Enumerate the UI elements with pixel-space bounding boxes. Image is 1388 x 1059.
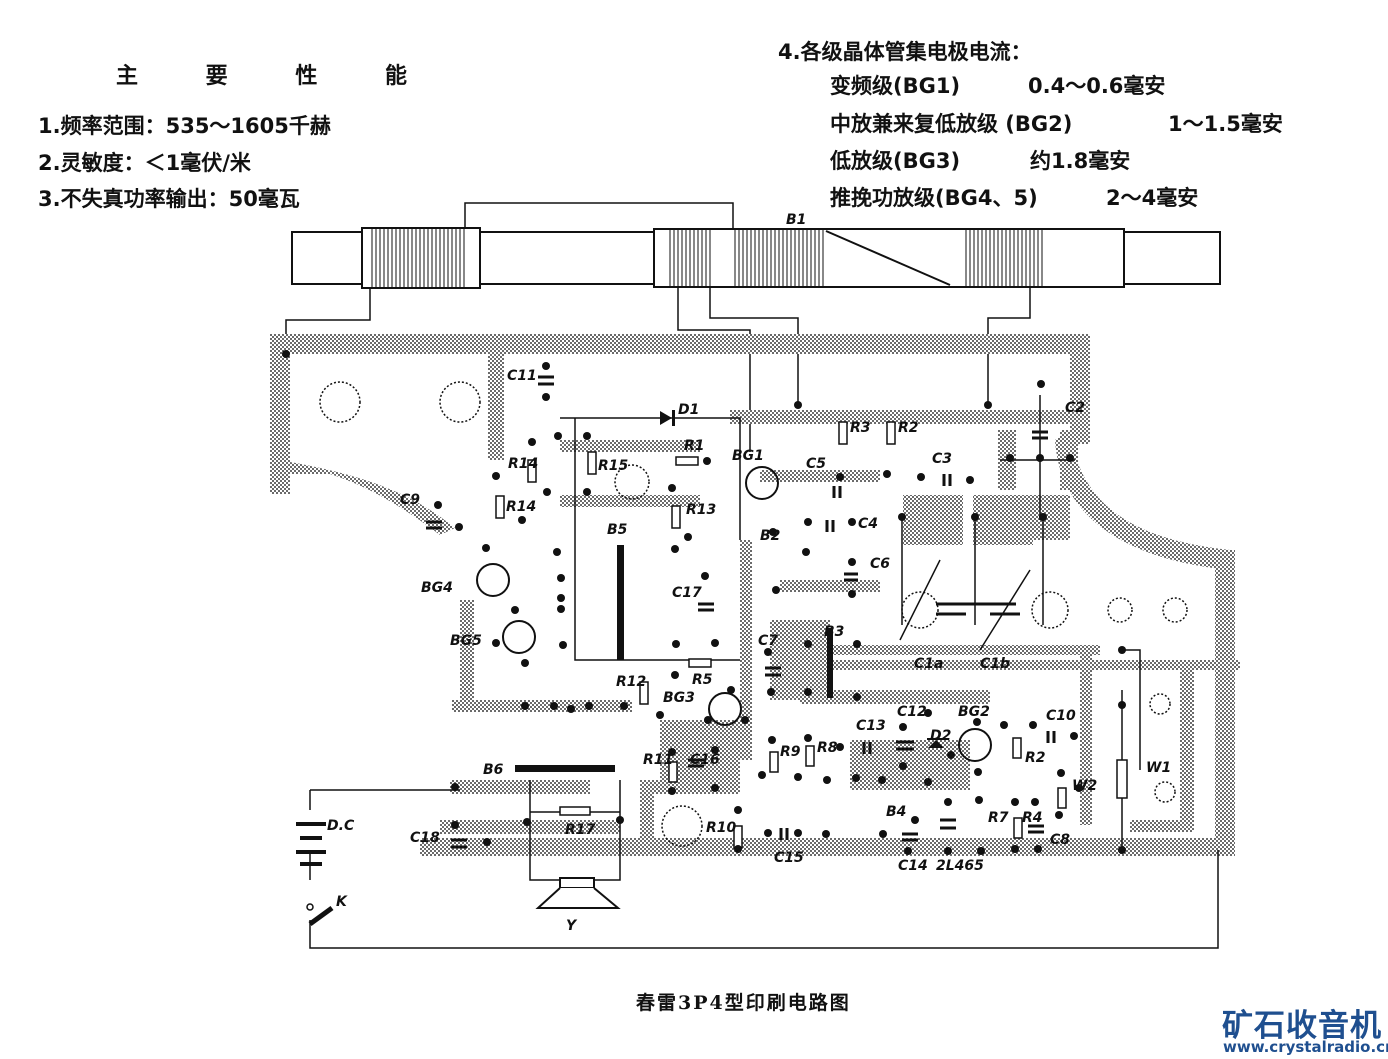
label-bg5: BG5 <box>450 633 482 649</box>
current-value: 2～4毫安 <box>1106 186 1199 210</box>
label-bg1: BG1 <box>732 448 764 464</box>
label-c9: C9 <box>400 492 420 508</box>
current-stage: 推挽功放级(BG4、5) <box>830 186 1038 210</box>
spec-power-output: 3.不失真功率输出：50毫瓦 <box>38 187 300 211</box>
collector-current-heading: 4.各级晶体管集电极电流： <box>778 40 1032 64</box>
label-r11: R11 <box>643 752 673 768</box>
transistor-symbols <box>476 466 992 762</box>
label-c15: C15 <box>774 850 804 866</box>
label-d1: D1 <box>678 402 699 418</box>
label-c10: C10 <box>1046 708 1076 724</box>
pcb-copper <box>270 334 1240 856</box>
label-b4: B4 <box>886 804 906 820</box>
label-c12: C12 <box>897 704 927 720</box>
label-c11: C11 <box>507 368 537 384</box>
label-c18: C18 <box>410 830 440 846</box>
spec-sensitivity: 2.灵敏度：＜1毫伏/米 <box>38 151 251 175</box>
watermark-logo: 矿石收音机 <box>1222 1008 1382 1044</box>
label-bg4: BG4 <box>421 580 453 596</box>
label-y: Y <box>566 918 578 934</box>
current-row-bg45: 推挽功放级(BG4、5) 2～4毫安 <box>830 182 1198 212</box>
spec-frequency-range: 1.频率范围：535～1605千赫 <box>38 114 331 138</box>
current-row-bg3: 低放级(BG3) 约1.8毫安 <box>830 145 1130 175</box>
label-dc: D.C <box>327 818 355 834</box>
capacitor-symbols <box>426 375 1056 849</box>
label-r4: R4 <box>1022 810 1043 826</box>
current-stage: 中放兼来复低放级 (BG2) <box>830 112 1073 136</box>
label-k: K <box>336 894 348 910</box>
battery-icon <box>296 822 326 866</box>
label-r5: R5 <box>692 672 713 688</box>
label-bg3: BG3 <box>663 690 695 706</box>
watermark-url: www.crystalradio.cn <box>1223 1038 1388 1056</box>
label-b3: B3 <box>824 624 844 640</box>
label-c3: C3 <box>932 451 952 467</box>
label-c14: C14 <box>898 858 928 874</box>
diagram-caption: 春雷3P4型印刷电路图 <box>636 992 851 1014</box>
current-stage: 变频级(BG1) <box>830 74 961 98</box>
diode-symbols <box>660 410 945 748</box>
label-c6: C6 <box>870 556 890 572</box>
label-c13: C13 <box>856 718 886 734</box>
label-bg2: BG2 <box>958 704 990 720</box>
label-c5: C5 <box>806 456 826 472</box>
label-c16: C16 <box>690 752 720 768</box>
label-r7: R7 <box>988 810 1009 826</box>
current-row-bg1: 变频级(BG1) 0.4～0.6毫安 <box>830 70 1165 100</box>
label-b6: B6 <box>483 762 504 778</box>
label-c2: C2 <box>1065 400 1085 416</box>
label-r2: R2 <box>898 420 919 436</box>
label-c7: C7 <box>758 633 778 649</box>
label-c17: C17 <box>672 585 702 601</box>
label-r3: R3 <box>850 420 871 436</box>
specs-title: 主 要 性 能 <box>116 64 437 89</box>
current-value: 约1.8毫安 <box>1030 149 1131 173</box>
solder-pads <box>282 350 1126 855</box>
label-c1a: C1a <box>914 656 943 672</box>
component-labels: C11 D1 R1 BG1 C5 R3 R2 C3 C2 R14 R15 C9 … <box>327 368 1171 934</box>
label-r16: R14 <box>506 499 536 515</box>
speaker-icon <box>535 877 621 909</box>
transformer-cores <box>515 545 833 772</box>
label-r1: R1 <box>684 438 705 454</box>
label-b1: B1 <box>786 212 806 228</box>
label-r13: R13 <box>686 502 716 518</box>
label-2l465: 2L465 <box>936 858 984 874</box>
current-value: 1～1.5毫安 <box>1168 112 1283 136</box>
current-stage: 低放级(BG3) <box>830 149 961 173</box>
label-d2: D2 <box>930 728 951 744</box>
label-r17: R17 <box>565 822 596 838</box>
label-r10: R10 <box>706 820 737 836</box>
switch-icon <box>306 903 334 927</box>
label-r14: R14 <box>508 456 538 472</box>
label-w1: W1 <box>1146 760 1171 776</box>
label-b5: B5 <box>607 522 628 538</box>
label-r15: R15 <box>598 458 629 474</box>
label-r9: R9 <box>780 744 801 760</box>
label-c4: C4 <box>858 516 878 532</box>
label-c1b: C1b <box>980 656 1010 672</box>
label-r12: R12 <box>616 674 646 690</box>
label-r-bg2: R2 <box>1025 750 1046 766</box>
resistor-symbols <box>495 421 1128 849</box>
ferrite-rod-antenna <box>285 202 1221 452</box>
current-value: 0.4～0.6毫安 <box>1028 74 1166 98</box>
label-r8: R8 <box>817 740 838 756</box>
label-c8: C8 <box>1050 832 1070 848</box>
current-row-bg2: 中放兼来复低放级 (BG2) 1～1.5毫安 <box>830 108 1283 138</box>
